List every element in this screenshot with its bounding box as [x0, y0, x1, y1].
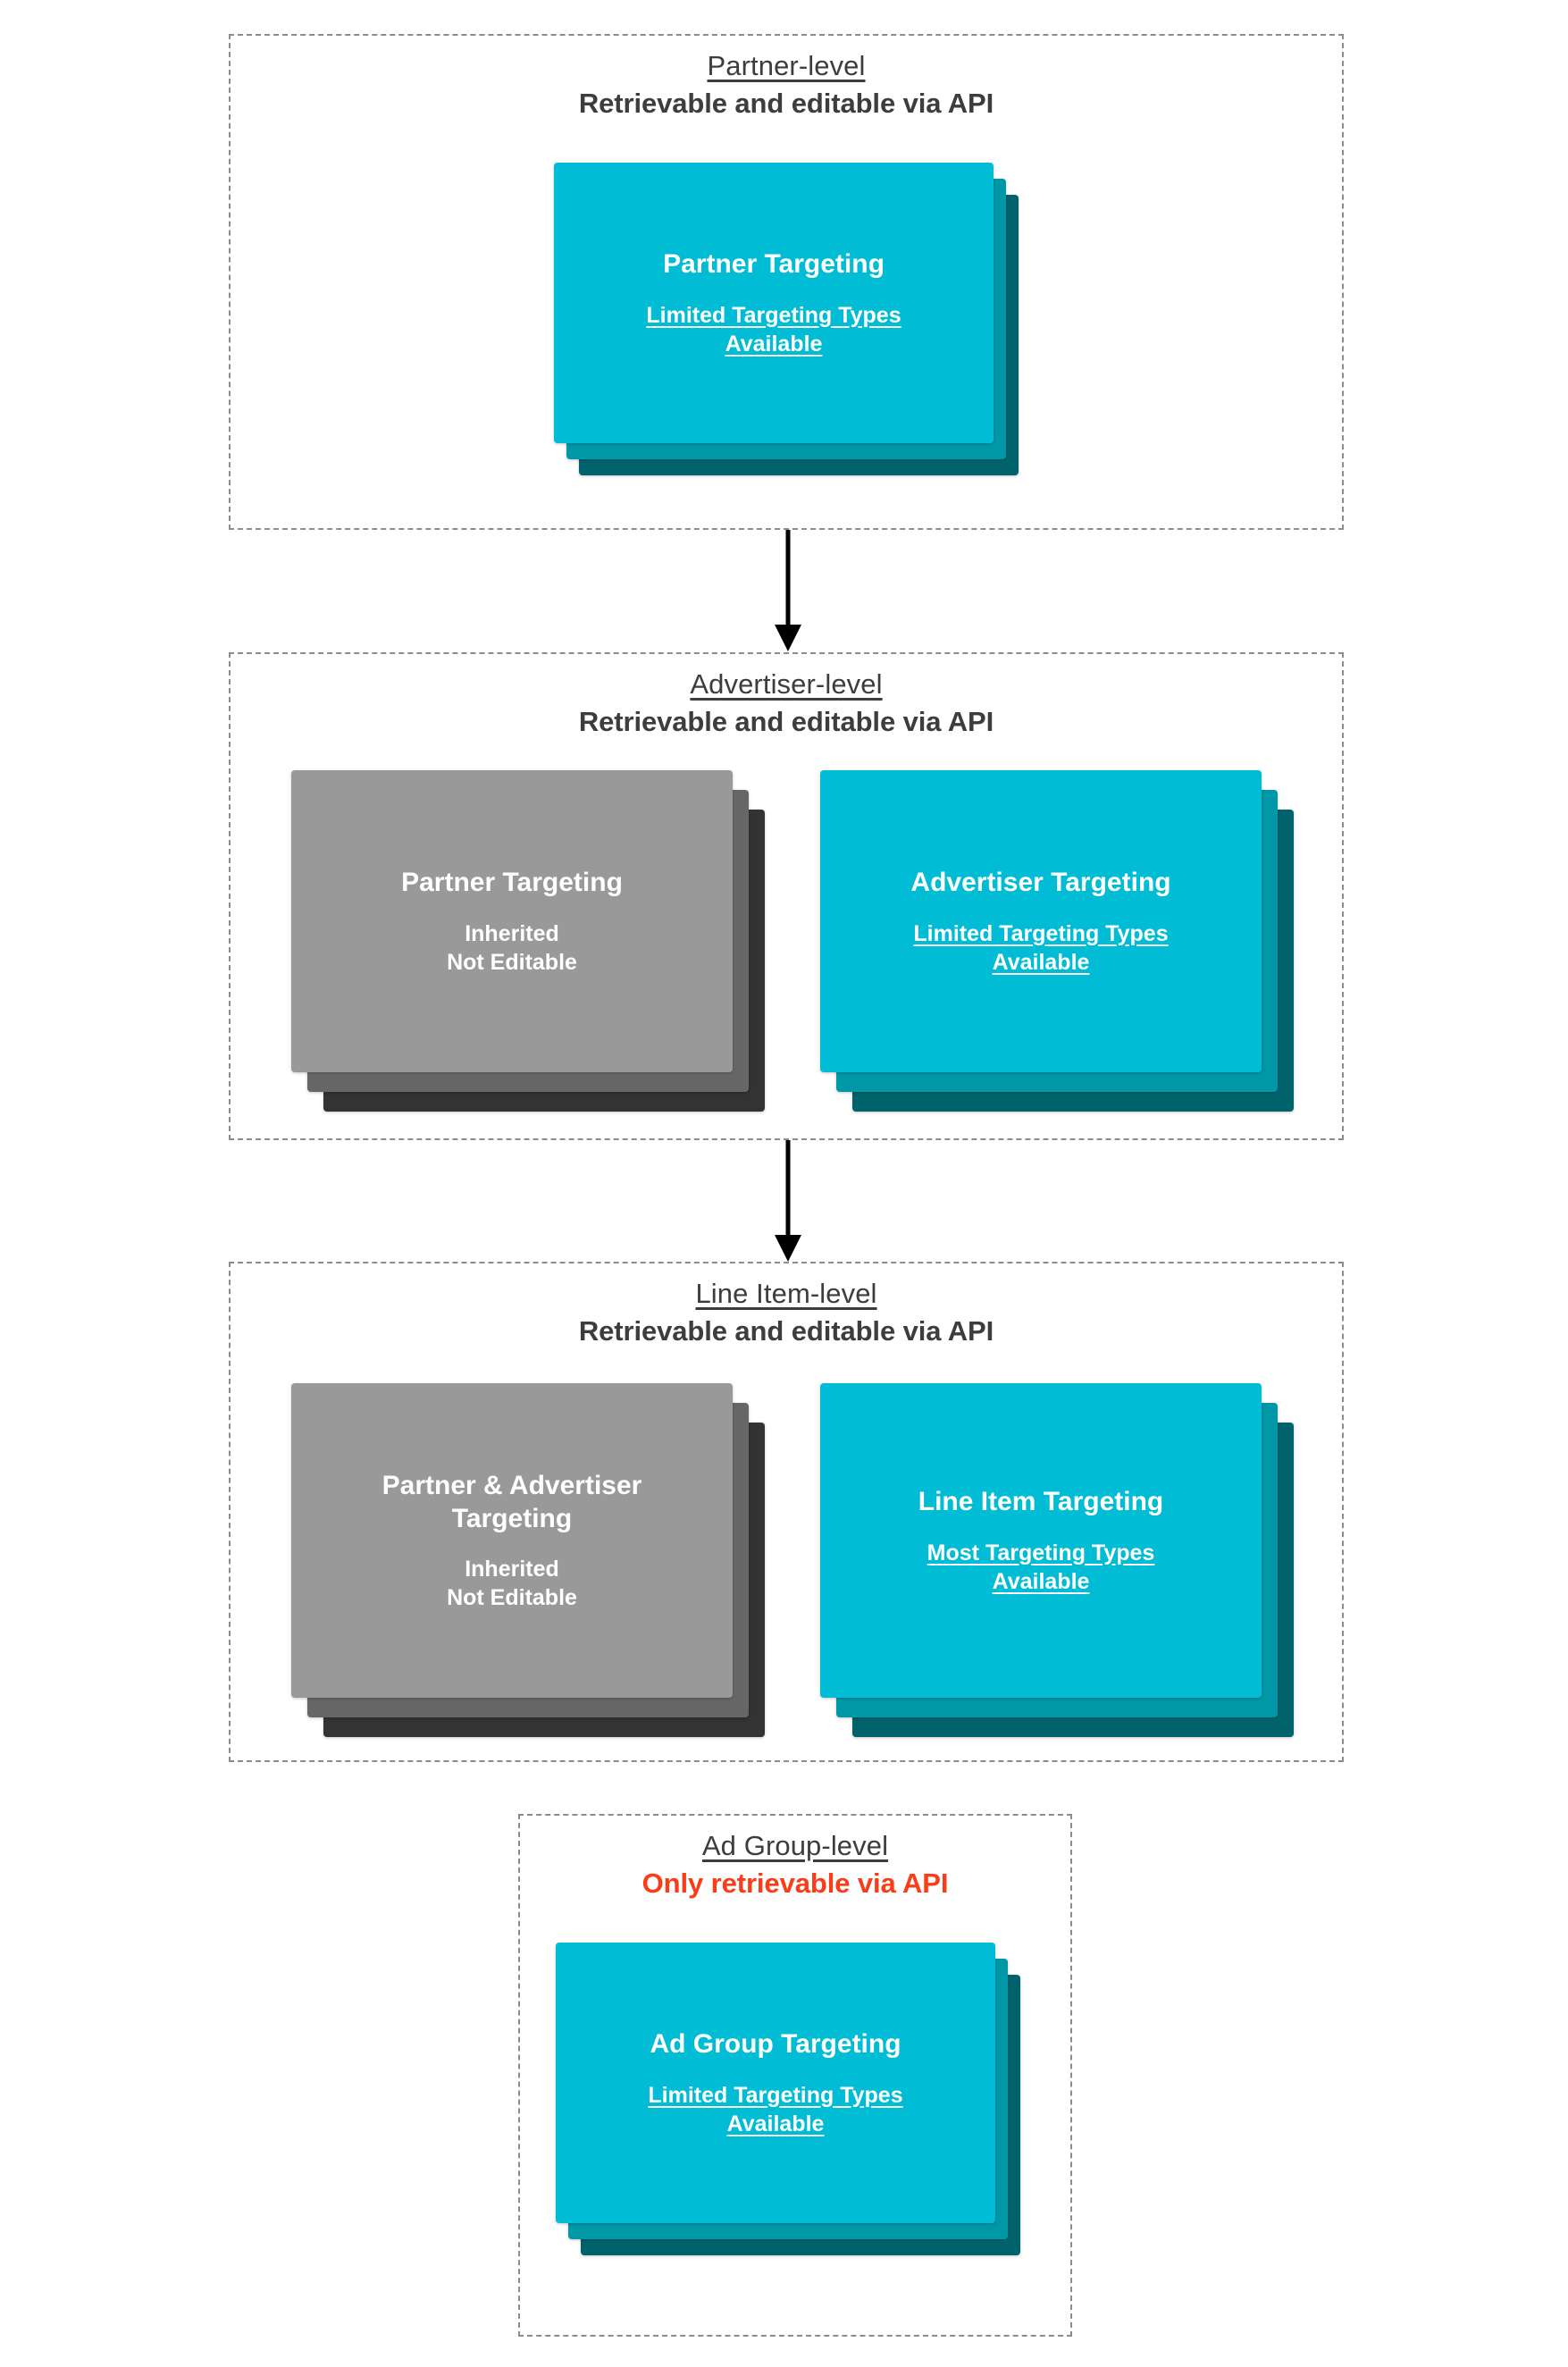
card-title: Line Item Targeting [918, 1487, 1164, 1517]
card-title: Partner Targeting [663, 249, 885, 280]
card-title: Partner & Advertiser Targeting [382, 1470, 642, 1533]
card-subtitle: Limited Targeting Types Available [913, 920, 1169, 975]
card-ad-group-targeting[interactable]: Ad Group Targeting Limited Targeting Typ… [556, 1943, 995, 2223]
level-box-ad-group: Ad Group-level Only retrievable via API … [518, 1814, 1072, 2337]
level-heading-partner: Partner-level Retrievable and editable v… [231, 36, 1342, 122]
card-title: Ad Group Targeting [650, 2029, 901, 2060]
card-subtitle: Inherited Not Editable [447, 920, 577, 975]
level-subtitle: Only retrievable via API [641, 1867, 949, 1899]
level-title: Line Item-level [695, 1278, 877, 1309]
card-subtitle: Inherited Not Editable [447, 1557, 577, 1611]
card-advertiser-targeting[interactable]: Advertiser Targeting Limited Targeting T… [820, 770, 1262, 1072]
level-subtitle: Retrievable and editable via API [578, 705, 994, 737]
card-subtitle: Most Targeting Types Available [927, 1540, 1155, 1594]
level-heading-line-item: Line Item-level Retrievable and editable… [231, 1263, 1342, 1349]
card-subtitle: Limited Targeting Types Available [646, 302, 901, 357]
level-heading-advertiser: Advertiser-level Retrievable and editabl… [231, 654, 1342, 740]
card-line-item-targeting[interactable]: Line Item Targeting Most Targeting Types… [820, 1383, 1262, 1698]
card-stack-partner-advertiser-targeting-inherited[interactable]: Partner & Advertiser Targeting Inherited… [291, 1383, 765, 1741]
card-subtitle: Limited Targeting Types Available [648, 2082, 903, 2136]
level-box-partner: Partner-level Retrievable and editable v… [229, 34, 1344, 530]
card-stack-partner-targeting[interactable]: Partner Targeting Limited Targeting Type… [554, 163, 1019, 475]
connector-partner-to-advertiser [775, 530, 801, 651]
card-stack-line-item-targeting[interactable]: Line Item Targeting Most Targeting Types… [820, 1383, 1294, 1741]
card-stack-ad-group-targeting[interactable]: Ad Group Targeting Limited Targeting Typ… [556, 1943, 1038, 2260]
card-partner-targeting-inherited[interactable]: Partner Targeting Inherited Not Editable [291, 770, 733, 1072]
level-subtitle: Retrievable and editable via API [578, 1314, 994, 1347]
connector-advertiser-to-line-item [775, 1140, 801, 1262]
level-box-line-item: Line Item-level Retrievable and editable… [229, 1262, 1344, 1762]
card-stack-partner-targeting-inherited[interactable]: Partner Targeting Inherited Not Editable [291, 770, 765, 1114]
level-subtitle: Retrievable and editable via API [578, 87, 994, 119]
level-title: Advertiser-level [690, 668, 883, 700]
card-partner-advertiser-targeting-inherited[interactable]: Partner & Advertiser Targeting Inherited… [291, 1383, 733, 1698]
level-box-advertiser: Advertiser-level Retrievable and editabl… [229, 652, 1344, 1140]
card-title: Advertiser Targeting [910, 868, 1171, 898]
level-title: Partner-level [707, 50, 866, 81]
card-stack-advertiser-targeting[interactable]: Advertiser Targeting Limited Targeting T… [820, 770, 1294, 1114]
card-title: Partner Targeting [401, 868, 623, 898]
level-title: Ad Group-level [701, 1830, 889, 1861]
level-heading-ad-group: Ad Group-level Only retrievable via API [520, 1816, 1070, 1901]
card-partner-targeting[interactable]: Partner Targeting Limited Targeting Type… [554, 163, 994, 443]
